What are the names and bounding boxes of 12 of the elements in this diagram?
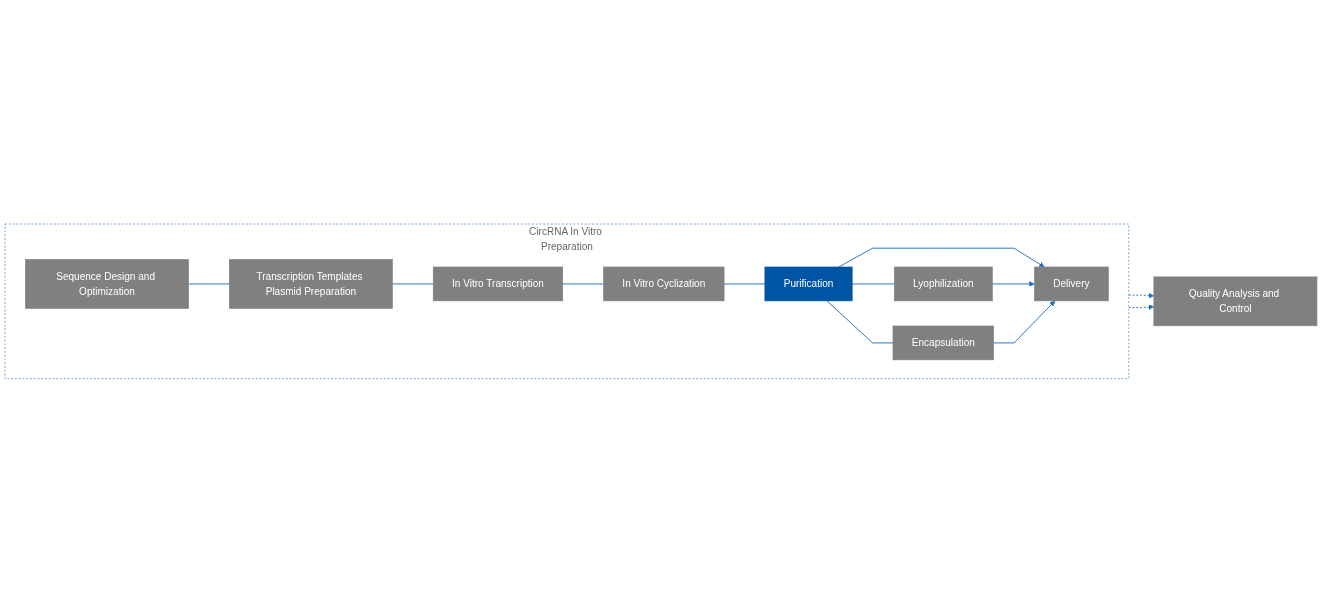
node-box: Purification — [764, 266, 853, 302]
connector — [723, 283, 766, 285]
connector — [851, 283, 895, 285]
node-box: Transcription Templates Plasmid Preparation — [229, 259, 393, 309]
node-box: Lyophilization — [893, 266, 993, 302]
node-box: Encapsulation — [892, 325, 994, 361]
connector — [826, 300, 894, 344]
node-box: Quality Analysis and Control — [1153, 276, 1318, 327]
node-box: Delivery — [1034, 266, 1109, 302]
node-box: In Vitro Cyclization — [603, 266, 725, 302]
node-box: In Vitro Transcription — [432, 266, 564, 302]
node-box: Sequence Design and Optimization — [25, 259, 189, 309]
